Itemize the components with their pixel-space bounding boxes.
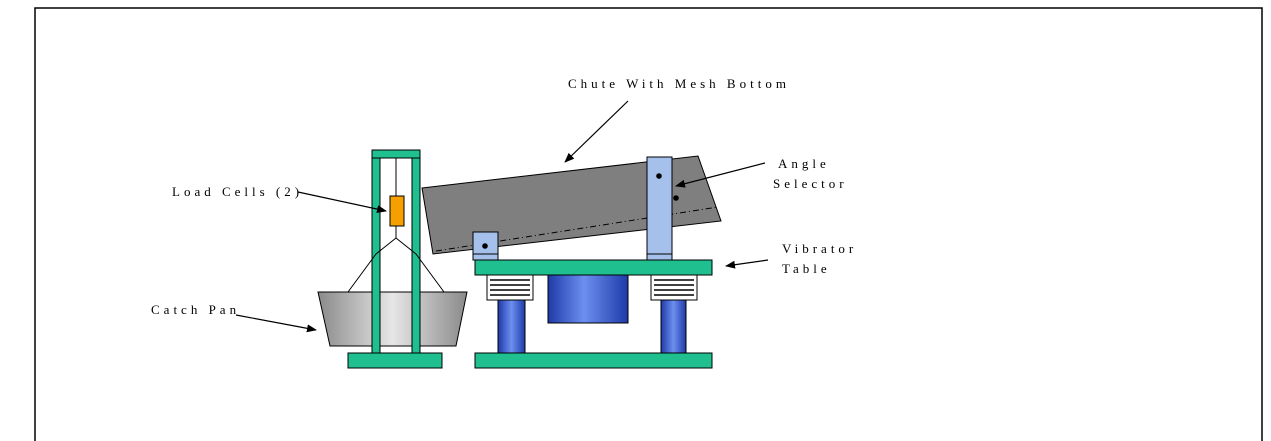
label-angle: Angle (778, 156, 830, 171)
label-load-cells: Load Cells (2) (172, 184, 303, 199)
right-leg (660, 299, 687, 354)
angle-selector-arrow (675, 162, 766, 188)
vibrator-table-top (474, 259, 713, 276)
figure-border (34, 7, 1263, 441)
load-cells-arrow (297, 191, 387, 214)
catch-pan-arrow (235, 314, 317, 333)
chute-pivot-foot (472, 253, 499, 261)
load-cell (389, 195, 405, 227)
chute-pivot (472, 231, 499, 261)
label-vibrator: Vibrator (782, 241, 857, 256)
stand-base (347, 352, 443, 369)
right-spring (650, 274, 698, 301)
chute-arrow (564, 100, 629, 163)
stand-top-bar (371, 149, 421, 159)
left-spring (486, 274, 534, 301)
label-catch-pan: Catch Pan (151, 302, 240, 317)
angle-selector-pin (673, 195, 679, 201)
label-selector: Selector (773, 176, 848, 191)
vibrator-table-arrow (725, 259, 769, 269)
left-leg (497, 299, 526, 354)
angle-selector-pin-top (656, 173, 662, 179)
label-chute: Chute With Mesh Bottom (568, 76, 790, 91)
vibrator-motor (547, 274, 629, 324)
chute-pivot-pin (482, 243, 488, 249)
angle-selector-post (646, 156, 673, 255)
chute-pivot-block (472, 231, 499, 255)
chute-body (421, 155, 722, 255)
pan-hanger-wires (347, 237, 445, 293)
angle-selector (646, 156, 679, 261)
catch-pan-assembly (317, 149, 468, 369)
label-table: Table (782, 261, 831, 276)
vibrator-table (474, 259, 713, 369)
angle-selector-foot (646, 253, 673, 261)
catch-pan (317, 291, 468, 347)
vibrator-base (474, 352, 713, 369)
chute (421, 155, 722, 255)
